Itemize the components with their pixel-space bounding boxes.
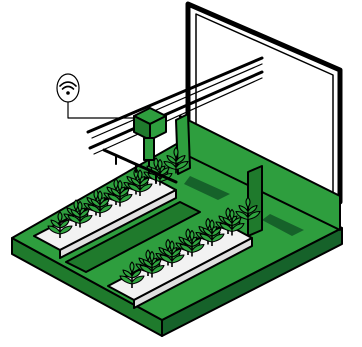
tray-left-front <box>59 189 177 259</box>
sensor-right <box>149 115 167 141</box>
plant-seedling-icon <box>119 261 145 288</box>
plant-seedling-icon <box>47 211 73 238</box>
rail-lower <box>88 70 264 150</box>
sensor-probe <box>143 137 155 161</box>
rail-upper <box>86 56 264 134</box>
center-trench <box>65 201 201 273</box>
sensor-cable <box>67 95 135 119</box>
wifi-signal-icon <box>56 73 80 103</box>
plant-seedling-icon <box>179 229 205 257</box>
right-wall-shadow <box>184 176 230 200</box>
wifi-arc-outer <box>59 81 77 87</box>
plant-seedling-icon <box>87 190 113 217</box>
sprayer-arm <box>102 148 178 184</box>
rail-upper-inner <box>91 63 263 139</box>
gantry-rails <box>86 56 264 155</box>
sensor-head-icon <box>133 107 167 173</box>
rail-lower-inner <box>93 77 263 155</box>
plant-seedling-icon <box>127 169 153 196</box>
plant-seedling-icon <box>107 179 133 207</box>
plant-seedling-icon <box>139 250 165 278</box>
plants-layer <box>47 146 261 288</box>
right-wall-shadow-2 <box>262 214 304 236</box>
tray-right-front <box>133 237 253 309</box>
wifi-bubble <box>56 73 80 103</box>
wifi-dot <box>66 91 70 95</box>
wifi-arc-mid <box>61 85 75 90</box>
plant-seedling-icon <box>163 146 189 174</box>
plant-seedling-icon <box>235 196 261 224</box>
plant-seedling-icon <box>67 200 93 228</box>
